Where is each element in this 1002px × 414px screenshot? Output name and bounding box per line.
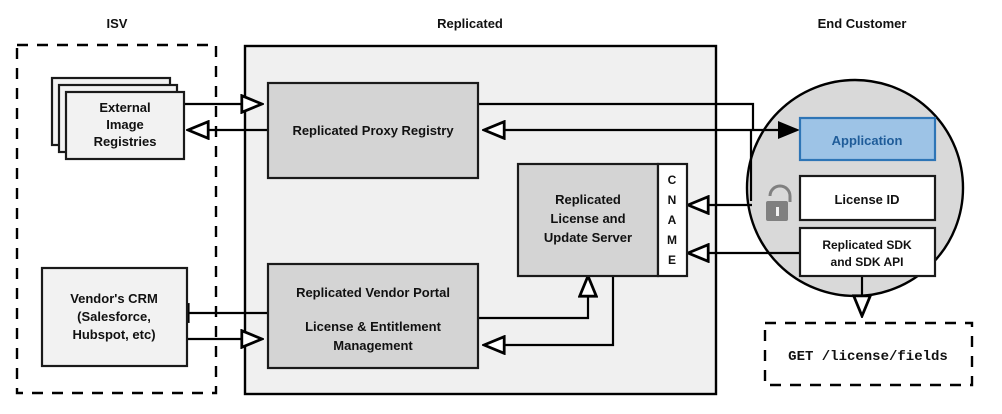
vendor-portal-line-3: Management [333, 338, 413, 353]
api-request-node[interactable]: GET /license/fields [763, 321, 974, 387]
lock-keyhole-icon [776, 207, 779, 216]
unlocked-padlock [766, 184, 792, 221]
application-node[interactable]: Application [798, 116, 937, 162]
api-request-box [763, 321, 974, 387]
cname-letter-c: C [668, 173, 677, 187]
replicated-sdk-node[interactable]: Replicated SDK and SDK API [798, 226, 937, 278]
license-server-line-3: Update Server [544, 230, 632, 245]
group-title-end-customer: End Customer [818, 16, 907, 31]
group-title-isv: ISV [107, 16, 128, 31]
isv-boundary [15, 43, 218, 395]
lock-shackle-icon [768, 184, 792, 202]
cname-endpoint[interactable]: C N A M E [656, 162, 689, 278]
vendor-portal-line-1: Replicated Vendor Portal [296, 285, 450, 300]
proxy-registry-label: Replicated Proxy Registry [292, 123, 454, 138]
vendor-portal-box [266, 262, 480, 370]
group-title-replicated: Replicated [437, 16, 503, 31]
replicated-license-update-server[interactable]: Replicated License and Update Server [516, 162, 660, 278]
license-id-label: License ID [834, 192, 899, 207]
external-registries-line-1: External [99, 100, 150, 115]
replicated-proxy-registry[interactable]: Replicated Proxy Registry [266, 81, 480, 180]
vendor-crm-box [40, 266, 189, 368]
license-server-line-2: License and [550, 211, 625, 226]
external-image-registries[interactable]: External Image Registries [50, 76, 186, 161]
external-registries-line-2: Image [106, 117, 144, 132]
license-server-line-1: Replicated [555, 192, 621, 207]
vendor-crm-line-1: Vendor's CRM [70, 291, 158, 306]
vendor-crm-line-2: (Salesforce, [77, 309, 151, 324]
cname-letter-a: A [668, 213, 677, 227]
sdk-box [798, 226, 937, 278]
cname-letter-e: E [668, 253, 676, 267]
sdk-line-2: and SDK API [831, 255, 904, 269]
license-server-box [516, 162, 660, 278]
api-request-label: GET /license/fields [788, 349, 948, 365]
sdk-line-1: Replicated SDK [822, 238, 912, 252]
external-registries-line-3: Registries [94, 134, 157, 149]
license-id-node[interactable]: License ID [798, 174, 937, 222]
vendor-crm-line-3: Hubspot, etc) [72, 327, 155, 342]
license-id-box [798, 174, 937, 222]
connector-license-server-to-vendor-portal [484, 270, 615, 345]
external-registries-stack-front [64, 90, 186, 161]
application-box [798, 116, 937, 162]
cname-letter-n: N [668, 193, 677, 207]
vendor-portal-line-2: License & Entitlement [305, 319, 441, 334]
connector-application-to-proxy [484, 130, 753, 201]
cname-box [656, 162, 689, 278]
application-label: Application [832, 133, 903, 148]
proxy-registry-box [266, 81, 480, 180]
connector-vendor-portal-to-license-server [478, 276, 588, 320]
connector-proxy-to-application [478, 102, 797, 130]
vendor-crm[interactable]: Vendor's CRM (Salesforce, Hubspot, etc) [40, 266, 189, 368]
cname-letter-m: M [667, 233, 677, 247]
replicated-vendor-portal[interactable]: Replicated Vendor Portal License & Entit… [266, 262, 480, 370]
